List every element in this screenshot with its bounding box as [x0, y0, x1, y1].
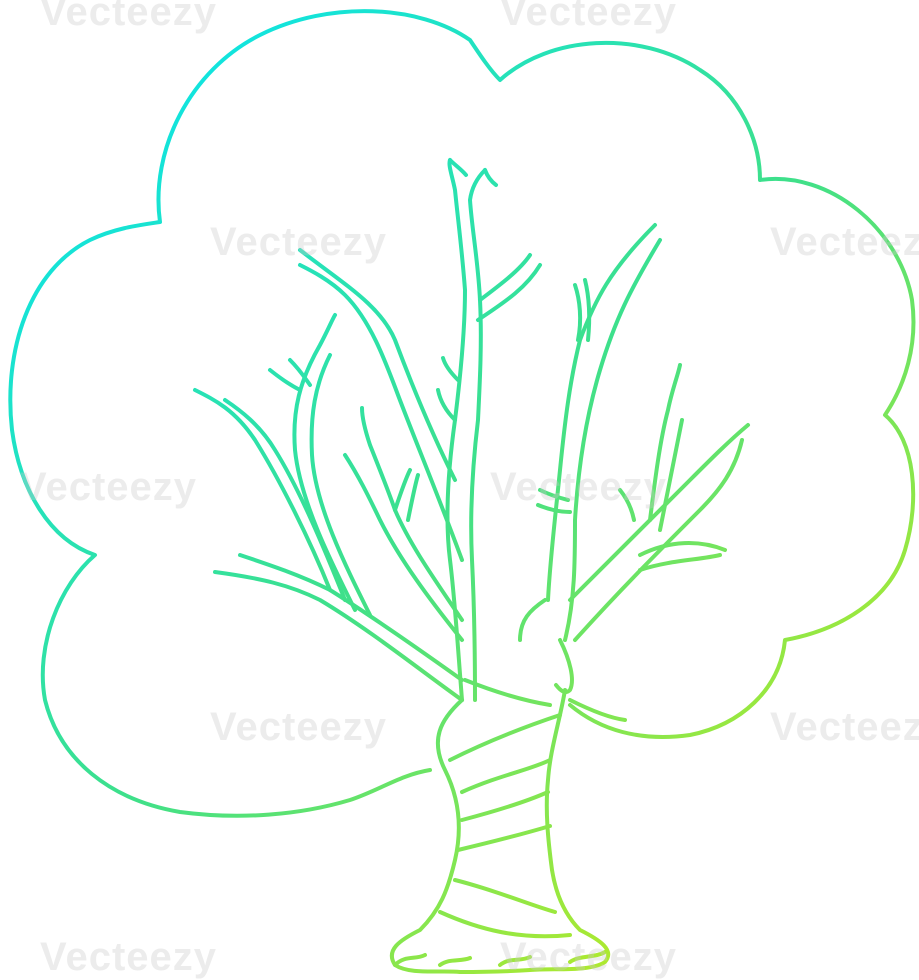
branch-tip: [573, 278, 592, 342]
trunk-stripe: [438, 910, 572, 939]
branch-upper-left-lower: [298, 263, 464, 562]
branch-left-long-lower: [238, 553, 464, 682]
branch-upper-left: [298, 248, 457, 482]
branch-center-left-edge: [445, 158, 467, 702]
branch-right-lower: [563, 238, 662, 642]
tree-roots: [393, 950, 607, 967]
branch-far-right: [568, 423, 750, 602]
branch-left-long: [213, 570, 464, 702]
branch-left-upward: [193, 388, 332, 592]
branch-far-right-twig: [638, 541, 727, 572]
branch-far-right-up: [648, 363, 684, 532]
branch-center-right-edge: [468, 168, 487, 702]
trunk-stripe: [456, 824, 552, 852]
branch-tip: [393, 468, 420, 522]
tree-trunk-left: [389, 698, 464, 974]
branch-tip: [536, 488, 572, 514]
trunk-stripe: [453, 878, 557, 914]
branch-left-tall: [292, 313, 357, 612]
branch-tip: [268, 358, 312, 392]
trunk-crotch: [568, 698, 627, 722]
trunk-crotch: [518, 598, 574, 695]
branch-left-tall-inner: [309, 353, 372, 617]
tree-trunk-right: [458, 688, 611, 974]
branch-tip: [436, 356, 460, 422]
branch-mid-left: [343, 453, 464, 642]
trunk-stripe: [460, 758, 552, 794]
branch-far-right-lower: [573, 438, 744, 642]
tree-canopy-outline: [8, 9, 916, 818]
branch-tip: [476, 253, 542, 322]
trunk-stripe: [463, 678, 552, 707]
branch-right-upper: [546, 223, 657, 602]
branch-tip: [618, 488, 636, 522]
branch-mid-left-inner: [360, 406, 464, 622]
branch-tip: [448, 158, 498, 187]
trunk-stripe: [448, 713, 562, 762]
trunk-stripe: [460, 790, 550, 822]
